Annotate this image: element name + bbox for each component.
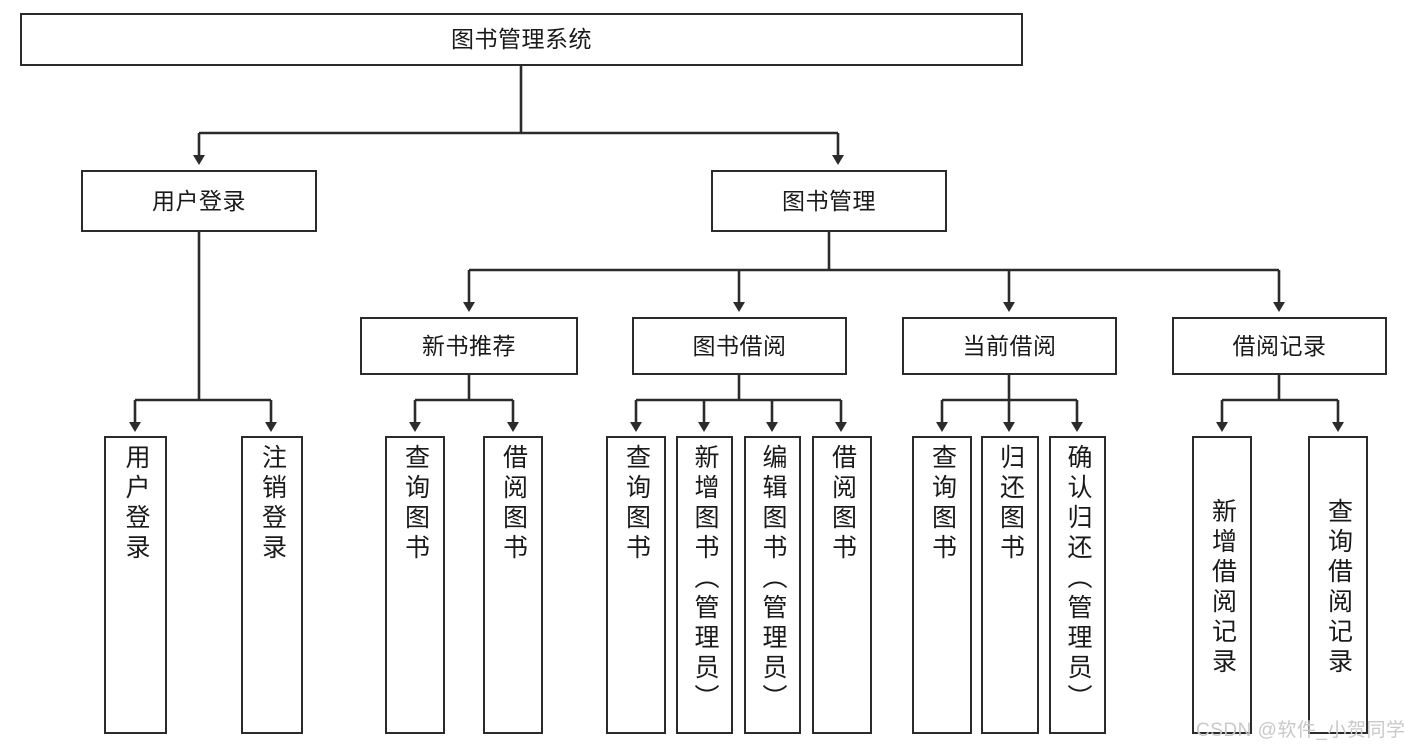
leaf-add-book[interactable]: 新增图书（管理员） [676, 436, 733, 734]
node-user-login-label: 用户登录 [152, 187, 246, 214]
leaf-edit-book-label: 编辑图书（管理员） [759, 444, 787, 714]
node-root-label: 图书管理系统 [451, 26, 592, 53]
leaf-query-record[interactable]: 查询借阅记录 [1308, 436, 1368, 734]
leaf-borrow-book-2[interactable]: 借阅图书 [812, 436, 872, 734]
node-book-borrow[interactable]: 图书借阅 [632, 317, 847, 375]
leaf-query-book-1[interactable]: 查询图书 [385, 436, 445, 734]
node-book-borrow-label: 图书借阅 [692, 332, 787, 359]
node-root[interactable]: 图书管理系统 [20, 13, 1023, 66]
node-new-book-rec-label: 新书推荐 [422, 332, 516, 359]
node-borrow-record-label: 借阅记录 [1232, 332, 1327, 359]
node-book-manage[interactable]: 图书管理 [711, 170, 947, 232]
leaf-confirm-return-label: 确认归还（管理员） [1064, 444, 1092, 714]
watermark: CSDN @软件_小贺同学 [1196, 720, 1405, 741]
leaf-confirm-return[interactable]: 确认归还（管理员） [1049, 436, 1106, 734]
leaf-add-book-label: 新增图书（管理员） [691, 444, 719, 714]
node-book-manage-label: 图书管理 [782, 187, 876, 214]
leaf-user-login[interactable]: 用户登录 [104, 436, 167, 734]
node-current-borrow[interactable]: 当前借阅 [902, 317, 1117, 375]
leaf-query-book-2-label: 查询图书 [622, 444, 651, 564]
leaf-query-book-1-label: 查询图书 [401, 444, 430, 564]
node-borrow-record[interactable]: 借阅记录 [1172, 317, 1387, 375]
leaf-logout[interactable]: 注销登录 [241, 436, 303, 734]
leaf-add-record[interactable]: 新增借阅记录 [1192, 436, 1252, 734]
leaf-edit-book[interactable]: 编辑图书（管理员） [744, 436, 801, 734]
leaf-query-book-3[interactable]: 查询图书 [912, 436, 972, 734]
leaf-query-book-3-label: 查询图书 [928, 444, 957, 564]
leaf-logout-label: 注销登录 [258, 444, 287, 564]
leaf-borrow-book-2-label: 借阅图书 [828, 444, 857, 564]
node-user-login[interactable]: 用户登录 [81, 170, 317, 232]
node-current-borrow-label: 当前借阅 [962, 332, 1057, 359]
node-new-book-rec[interactable]: 新书推荐 [360, 317, 578, 375]
leaf-borrow-book-1[interactable]: 借阅图书 [483, 436, 543, 734]
leaf-query-record-label: 查询借阅记录 [1324, 498, 1353, 678]
leaf-add-record-label: 新增借阅记录 [1208, 498, 1237, 678]
leaf-borrow-book-1-label: 借阅图书 [499, 444, 528, 564]
leaf-query-book-2[interactable]: 查询图书 [606, 436, 666, 734]
leaf-return-book-label: 归还图书 [996, 444, 1025, 564]
leaf-return-book[interactable]: 归还图书 [981, 436, 1039, 734]
leaf-user-login-label: 用户登录 [122, 444, 150, 564]
